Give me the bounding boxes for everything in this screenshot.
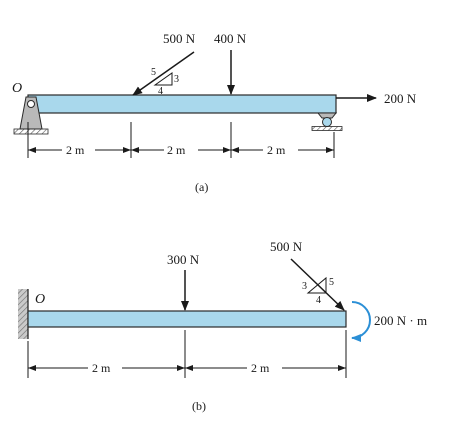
force-500n-label-b: 500 N — [270, 239, 303, 254]
pin-support-a — [13, 96, 49, 135]
dim-3-label-a: 2 m — [267, 143, 286, 157]
roller-support-a — [311, 112, 343, 131]
slope-run-a: 4 — [158, 86, 163, 97]
force-200n-label-a: 200 N — [384, 91, 417, 106]
fixed-wall-b — [18, 289, 29, 339]
force-500n-label-a: 500 N — [163, 31, 196, 46]
moment-arrow-b — [351, 301, 371, 342]
caption-a: (a) — [195, 180, 208, 194]
dimensions-a — [27, 122, 335, 158]
slope-run-b: 4 — [316, 295, 321, 306]
dimensions-b — [27, 330, 347, 378]
dim-1-label-a: 2 m — [66, 143, 85, 157]
force-500n-arrow-a — [132, 51, 195, 96]
slope-hyp-a: 5 — [151, 67, 156, 78]
slope-rise-b: 3 — [302, 281, 307, 292]
force-400n-label-a: 400 N — [214, 31, 247, 46]
point-o-label-a: O — [12, 81, 22, 96]
slope-triangle-b: 5 3 4 — [302, 276, 334, 306]
slope-triangle-a: 5 3 4 — [151, 67, 179, 97]
dim-2-label-b: 2 m — [251, 361, 270, 375]
slope-hyp-b: 5 — [329, 277, 334, 288]
force-300n-label-b: 300 N — [167, 252, 200, 267]
beam-b — [27, 310, 347, 328]
beam-a — [27, 94, 337, 114]
dim-2-label-a: 2 m — [167, 143, 186, 157]
caption-b: (b) — [192, 399, 206, 413]
point-o-label-b: O — [35, 292, 45, 307]
diagram-a: O 500 N 5 3 4 400 N 200 N — [12, 31, 417, 194]
slope-rise-a: 3 — [174, 74, 179, 85]
diagram-b: O 300 N 500 N 5 3 4 200 N · m 2 m — [18, 239, 427, 413]
moment-label-b: 200 N · m — [374, 313, 427, 328]
dim-1-label-b: 2 m — [92, 361, 111, 375]
